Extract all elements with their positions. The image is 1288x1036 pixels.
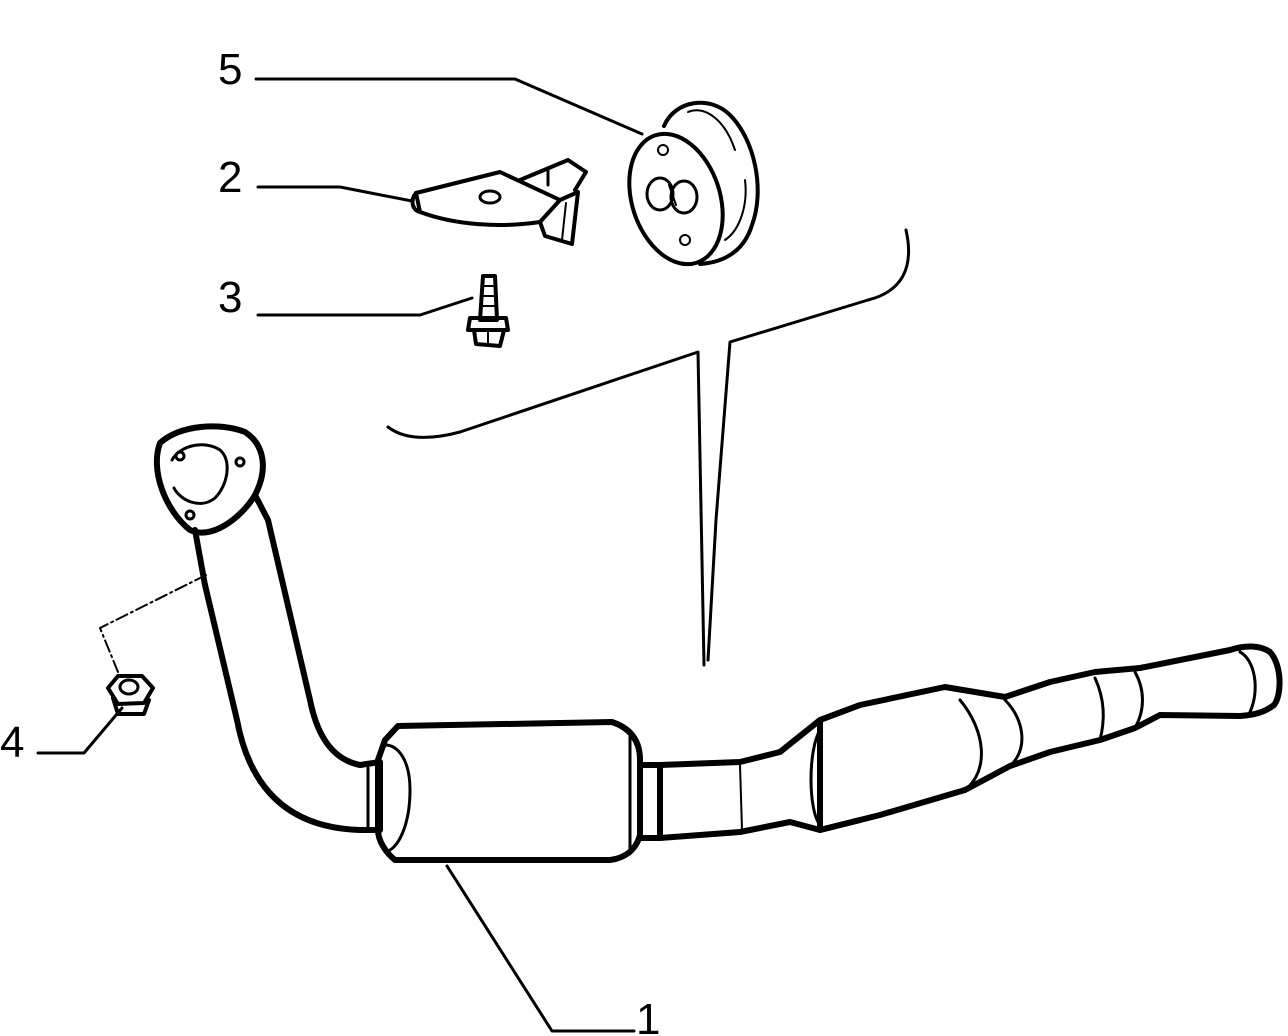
callout-label-5: 5 <box>218 45 242 94</box>
mounting-bracket <box>410 158 588 246</box>
leader-line-1 <box>445 864 636 1033</box>
leader-line-4 <box>36 706 124 755</box>
assembly-brace <box>386 228 911 667</box>
bolt <box>466 274 510 348</box>
leader-line-2 <box>256 185 414 203</box>
leader-lines <box>36 77 644 1033</box>
leader-line-3 <box>256 296 474 317</box>
exhaust-pipe-with-catalytic-converter <box>153 423 1283 863</box>
callout-label-2: 2 <box>218 153 242 202</box>
callout-label-1: 1 <box>636 995 660 1036</box>
nut <box>106 674 155 716</box>
leader-line-5 <box>254 77 644 136</box>
rubber-mount <box>627 100 760 267</box>
callout-label-3: 3 <box>218 273 242 322</box>
callout-label-4: 4 <box>0 718 24 767</box>
nut-axis-dashed <box>99 574 207 673</box>
